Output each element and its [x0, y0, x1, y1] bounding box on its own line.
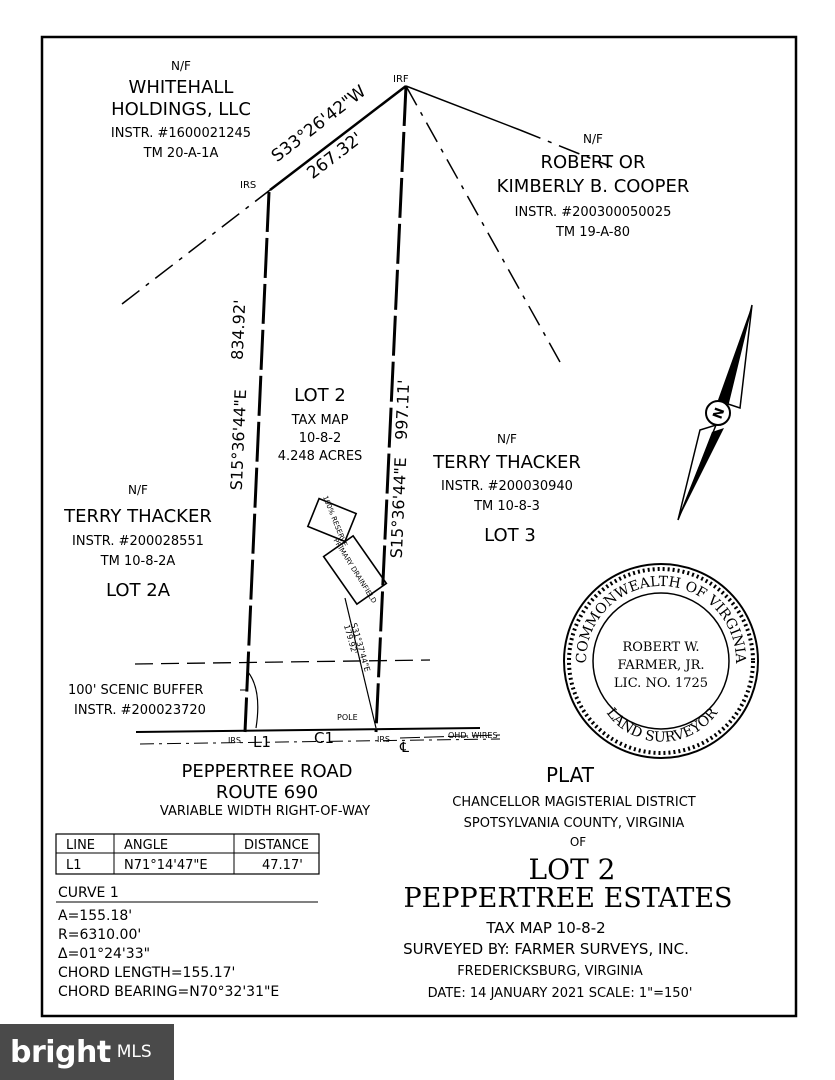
- curve-chord-length: CHORD LENGTH=155.17': [58, 965, 235, 981]
- irs-top-label: IRS: [240, 180, 256, 191]
- cooper-name-1: ROBERT OR: [541, 152, 646, 173]
- line-table-cell: L1: [66, 858, 82, 873]
- buffer-instr: INSTR. #200023720: [74, 703, 206, 718]
- whitehall-instr: INSTR. #1600021245: [111, 126, 251, 141]
- thacker-right-nf: N/F: [497, 432, 517, 446]
- west-bearing: S15°36'44"E: [227, 389, 250, 491]
- lot-2-taxmap: TAX MAP: [291, 413, 349, 428]
- line-table-header-angle: ANGLE: [124, 838, 168, 853]
- lot-2-acres: 4.248 ACRES: [278, 449, 363, 464]
- west-distance: 834.92': [228, 299, 250, 360]
- whitehall-tm: TM 20-A-1A: [143, 146, 219, 161]
- whitehall-name-2: HOLDINGS, LLC: [111, 99, 251, 120]
- east-bearing: S15°36'44"E: [387, 457, 410, 559]
- thacker-right-name: TERRY THACKER: [432, 452, 581, 473]
- north-arrow: N: [677, 304, 753, 521]
- line-table-header-line: LINE: [66, 838, 95, 853]
- line-table: LINE ANGLE DISTANCE L1 N71°14'47"E 47.17…: [55, 833, 320, 875]
- cooper-name-2: KIMBERLY B. COOPER: [497, 176, 690, 197]
- surveyed-by: SURVEYED BY: FARMER SURVEYS, INC.: [403, 940, 689, 958]
- tax-map: TAX MAP 10-8-2: [485, 919, 605, 937]
- thacker-left-name: TERRY THACKER: [63, 506, 212, 527]
- drawing-border: [40, 35, 798, 1018]
- cooper-nf: N/F: [583, 132, 603, 146]
- lot-2a-label: LOT 2A: [106, 580, 171, 601]
- whitehall-nf: N/F: [171, 59, 191, 73]
- lot-2-number: 10-8-2: [299, 431, 341, 446]
- line-table-cell: 47.17': [262, 858, 303, 873]
- whitehall-name-1: WHITEHALL: [129, 77, 234, 98]
- ohd-wires-label: OHD. WIRES: [448, 731, 498, 740]
- seal-license: LIC. NO. 1725: [614, 676, 708, 691]
- thacker-left-nf: N/F: [128, 483, 148, 497]
- east-distance: 997.11': [392, 379, 414, 440]
- curve-delta: Δ=01°24'33": [58, 946, 150, 962]
- curve-table: CURVE 1 A=155.18' R=6310.00' Δ=01°24'33"…: [56, 885, 318, 1000]
- watermark-mls: MLS: [116, 1042, 152, 1062]
- of-label: OF: [570, 835, 586, 849]
- c1-label: C1: [314, 729, 334, 747]
- curve-chord-bearing: CHORD BEARING=N70°32'31"E: [58, 984, 279, 1000]
- city: FREDERICKSBURG, VIRGINIA: [457, 964, 643, 979]
- seal-name-1: ROBERT W.: [622, 640, 699, 655]
- thacker-right-tm: TM 10-8-3: [473, 499, 540, 514]
- lot-3-label: LOT 3: [484, 525, 536, 546]
- centerline-label: ℄: [399, 740, 409, 756]
- curve-radius: R=6310.00': [58, 927, 141, 943]
- irs-left-label: IRS: [228, 736, 241, 745]
- north-arrow-letter: N: [710, 406, 728, 421]
- seal-bottom-text: LAND SURVEYOR: [603, 705, 721, 746]
- estates-title: PEPPERTREE ESTATES: [403, 883, 732, 914]
- thacker-left-tm: TM 10-8-2A: [100, 554, 176, 569]
- road-name: PEPPERTREE ROAD: [181, 761, 352, 782]
- road-route: ROUTE 690: [216, 782, 318, 803]
- cooper-tm: TM 19-A-80: [555, 225, 630, 240]
- bright-mls-watermark: bright MLS: [0, 1024, 174, 1080]
- primary-drainfield-label: PRIMARY DRAINFIELD: [331, 537, 377, 605]
- primary-drainfield-box: [322, 534, 388, 606]
- plat-title: PLAT: [546, 763, 595, 787]
- road-row: VARIABLE WIDTH RIGHT-OF-WAY: [160, 804, 370, 819]
- surveyor-seal: COMMONWEALTH OF VIRGINIA LAND SURVEYOR R…: [563, 563, 759, 759]
- boundary-lines: [121, 85, 613, 745]
- reserve-drainfield-box: [306, 497, 358, 543]
- lot-title: LOT 2: [529, 853, 616, 886]
- line-table-header-distance: DISTANCE: [244, 838, 309, 853]
- county: SPOTSYLVANIA COUNTY, VIRGINIA: [464, 816, 685, 831]
- line-table-cell: N71°14'47"E: [124, 858, 208, 873]
- irs-right-label: IRS: [377, 735, 390, 744]
- buffer-label: 100' SCENIC BUFFER: [68, 683, 203, 698]
- lot-2-title: LOT 2: [294, 385, 346, 406]
- title-block: PLAT CHANCELLOR MAGISTERIAL DISTRICT SPO…: [403, 763, 732, 1001]
- l1-label: L1: [253, 733, 271, 751]
- seal-name-2: FARMER, JR.: [617, 658, 704, 673]
- cooper-instr: INSTR. #200300050025: [515, 205, 672, 220]
- drainfield-boxes: 100% RESERVE PRIMARY DRAINFIELD: [306, 495, 388, 606]
- date-scale: DATE: 14 JANUARY 2021 SCALE: 1"=150': [428, 986, 693, 1001]
- pole-label: POLE: [337, 713, 358, 722]
- curve-title: CURVE 1: [58, 885, 119, 901]
- watermark-brand: bright: [10, 1034, 111, 1070]
- curve-arc: A=155.18': [58, 908, 132, 924]
- irf-label: IRF: [393, 74, 409, 85]
- thacker-left-instr: INSTR. #200028551: [72, 534, 204, 549]
- district: CHANCELLOR MAGISTERIAL DISTRICT: [452, 795, 695, 810]
- thacker-right-instr: INSTR. #200030940: [441, 479, 573, 494]
